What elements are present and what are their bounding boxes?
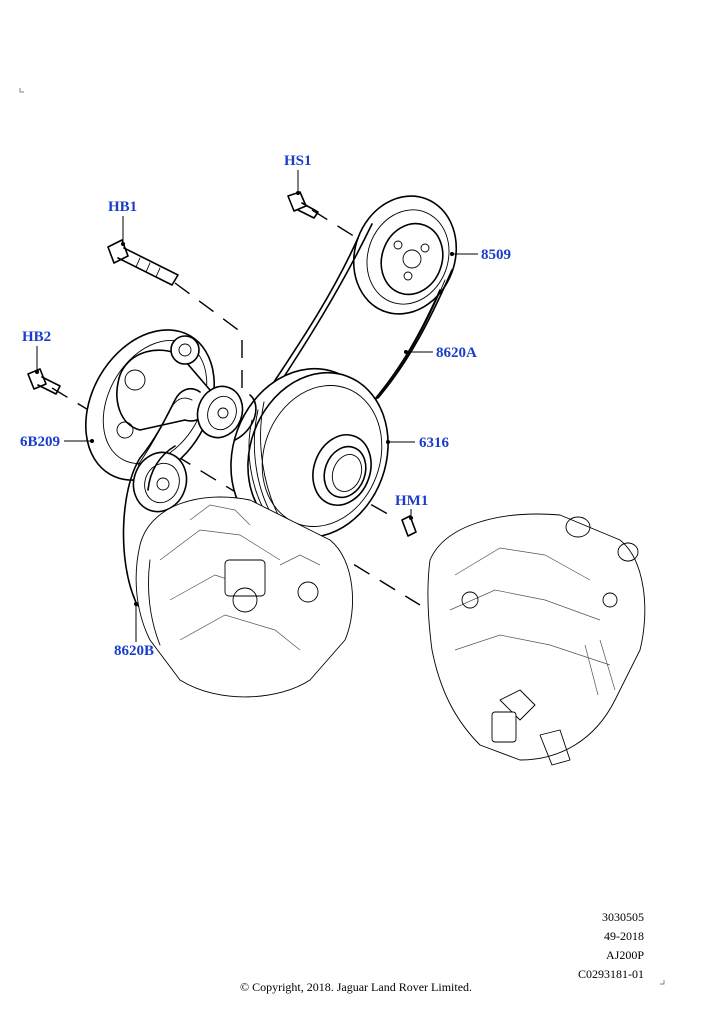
crankshaft-pulley-6316[interactable]	[207, 348, 410, 563]
bolt-hb1[interactable]	[107, 239, 179, 286]
callout-8620b[interactable]: 8620B	[114, 643, 154, 659]
callout-hb2-group: HB2	[22, 329, 51, 374]
callout-hb1-group: HB1	[108, 199, 137, 246]
callout-6b209-group: 6B209	[20, 434, 94, 450]
callout-8509[interactable]: 8509	[481, 247, 511, 263]
callout-hs1-group: HS1	[284, 153, 312, 195]
callout-8620b-group: 8620B	[114, 602, 154, 659]
ac-compressor	[135, 496, 353, 698]
corner-mark-top-left	[19, 88, 24, 93]
corner-mark-bottom-right	[660, 980, 665, 985]
copyright-notice: © Copyright, 2018. Jaguar Land Rover Lim…	[239, 980, 473, 994]
belt-tensioner-6b209[interactable]	[60, 307, 250, 519]
drawing-number: 3030505	[602, 910, 644, 924]
engine-code: AJ200P	[605, 948, 644, 962]
callout-hb2[interactable]: HB2	[22, 329, 51, 345]
callout-8620a-group: 8620A	[404, 345, 477, 361]
callout-6316-group: 6316	[386, 435, 450, 451]
drawing-date-code: 49-2018	[604, 929, 644, 943]
dowel-pin-hm1[interactable]	[401, 515, 417, 537]
callout-hb1[interactable]: HB1	[108, 199, 137, 215]
callout-8620a[interactable]: 8620A	[436, 345, 477, 361]
alternator	[427, 513, 646, 766]
callout-hs1[interactable]: HS1	[284, 153, 312, 169]
callout-8509-group: 8509	[450, 247, 511, 263]
callout-6b209[interactable]: 6B209	[20, 434, 60, 450]
bolt-hs1[interactable]	[287, 191, 319, 219]
illustration-id: C0293181-01	[578, 967, 644, 981]
callout-6316[interactable]: 6316	[419, 435, 450, 451]
drawing-reference-block: 3030505 49-2018 AJ200P C0293181-01	[578, 908, 644, 984]
callout-hm1-group: HM1	[395, 493, 428, 520]
callout-hm1[interactable]: HM1	[395, 493, 428, 509]
